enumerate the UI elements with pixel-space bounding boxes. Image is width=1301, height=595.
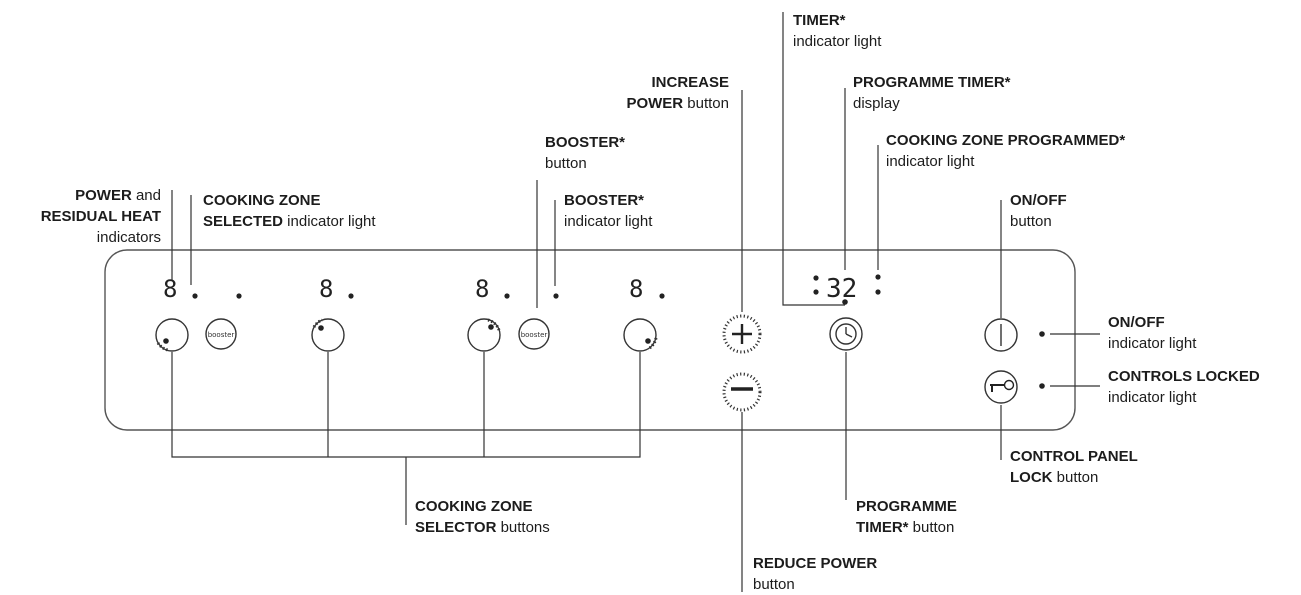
zone-3-selected-dot bbox=[504, 293, 510, 299]
label-programme-timer-display: PROGRAMME TIMER* display bbox=[853, 74, 1011, 112]
on-off-indicator-light bbox=[1039, 331, 1045, 337]
zone-1-booster-button[interactable]: booster bbox=[205, 318, 237, 350]
controls-locked-indicator-light bbox=[1039, 383, 1045, 389]
booster-icon: booster bbox=[521, 331, 548, 339]
programme-timer-button[interactable] bbox=[829, 317, 863, 351]
label-timer-indicator: TIMER* indicator light bbox=[793, 12, 882, 50]
zone-1-digit: 8 bbox=[163, 275, 177, 303]
zone-4-selector-button[interactable] bbox=[623, 318, 658, 352]
label-increase-power: INCREASE POWER button bbox=[626, 74, 729, 112]
zone-1-selector-button[interactable] bbox=[155, 318, 189, 352]
timer-colon-left-bottom bbox=[813, 289, 819, 295]
increase-power-button[interactable] bbox=[722, 314, 762, 354]
timer-colon-right-top bbox=[875, 274, 881, 280]
clock-icon bbox=[835, 323, 857, 345]
leader-lines bbox=[171, 12, 1100, 592]
label-booster-light: BOOSTER* indicator light bbox=[564, 192, 653, 230]
label-on-off-light: ON/OFF indicator light bbox=[1108, 314, 1197, 352]
timer-indicator-light bbox=[842, 299, 848, 305]
timer-colon-right-bottom bbox=[875, 289, 881, 295]
zone-2-selector-button[interactable] bbox=[311, 318, 345, 352]
label-reduce-power: REDUCE POWER button bbox=[753, 555, 878, 593]
zone-1-selected-dot bbox=[192, 293, 198, 299]
zone-1-booster-dot bbox=[236, 293, 242, 299]
label-cooking-zone-programmed: COOKING ZONE PROGRAMMED* indicator light bbox=[886, 132, 1126, 170]
booster-icon: booster bbox=[208, 331, 235, 339]
control-panel-lock-button[interactable] bbox=[984, 370, 1018, 404]
zone-4-digit: 8 bbox=[629, 275, 643, 303]
label-booster-button: BOOSTER* button bbox=[545, 134, 626, 172]
zone-2-digit: 8 bbox=[319, 275, 333, 303]
label-cooking-zone-selected: COOKING ZONE SELECTED indicator light bbox=[203, 192, 376, 230]
label-control-panel-lock: CONTROL PANEL LOCK button bbox=[1010, 448, 1138, 486]
zone-3-booster-dot bbox=[553, 293, 559, 299]
label-controls-locked: CONTROLS LOCKED indicator light bbox=[1108, 368, 1260, 406]
zone-4-selected-dot bbox=[659, 293, 665, 299]
label-cooking-zone-selector: COOKING ZONE SELECTOR buttons bbox=[415, 498, 550, 536]
label-power-residual-heat: POWER and RESIDUAL HEAT indicators bbox=[40, 187, 161, 246]
label-programme-timer-button: PROGRAMME TIMER* button bbox=[856, 498, 957, 536]
zone-3-booster-button[interactable]: booster bbox=[518, 318, 550, 350]
reduce-power-button[interactable] bbox=[722, 372, 762, 412]
key-icon bbox=[990, 379, 1015, 392]
zone-2-selected-dot bbox=[348, 293, 354, 299]
label-on-off-button: ON/OFF button bbox=[1010, 192, 1067, 230]
zone-3-digit: 8 bbox=[475, 275, 489, 303]
panel-outline bbox=[104, 249, 1076, 431]
on-off-button[interactable] bbox=[984, 318, 1018, 352]
zone-3-selector-button[interactable] bbox=[467, 318, 501, 352]
programme-timer-display: 32 bbox=[826, 274, 857, 304]
timer-colon-left-top bbox=[813, 275, 819, 281]
